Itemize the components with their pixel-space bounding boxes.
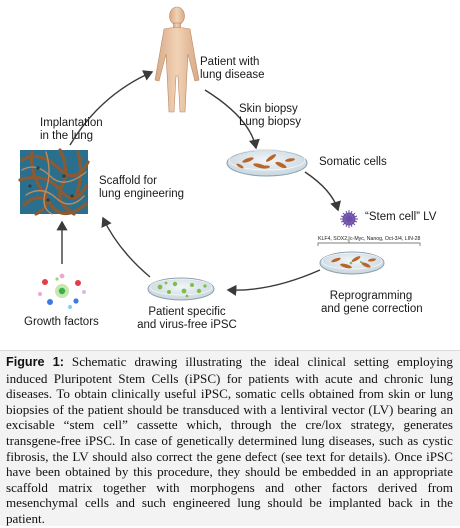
arrow-cells-to-lv xyxy=(304,171,341,212)
caption-paragraph: Figure 1: Schematic drawing illustrating… xyxy=(6,354,453,527)
scaffold-label: Scaffold for lung engineering xyxy=(99,175,184,201)
figure-label: Figure 1: xyxy=(6,355,64,369)
ipsc-label-line1: Patient specific xyxy=(148,306,226,318)
scaffold-icon xyxy=(18,148,90,216)
ipsc-label-line2: and virus-free iPSC xyxy=(137,319,237,331)
reprogramming-dish-icon xyxy=(319,251,385,275)
stem-cell-lv-label: “Stem cell” LV xyxy=(365,211,437,223)
growth-factors-label: Growth factors xyxy=(24,316,99,328)
biopsy-label-line1: Skin biopsy xyxy=(239,103,298,115)
biopsy-label-line2: Lung biopsy xyxy=(239,116,302,128)
patient-label-line1: Patient with xyxy=(200,56,260,68)
growth-factors-icon xyxy=(38,273,86,309)
arrow-reprogramming-to-ipsc xyxy=(226,269,321,296)
lentivirus-icon xyxy=(340,210,358,228)
reprogramming-label: Reprogramming and gene correction xyxy=(321,290,423,316)
reprogramming-label-line1: Reprogramming xyxy=(329,290,413,302)
reprogramming-label-line2: and gene correction xyxy=(321,303,423,315)
scaffold-label-line1: Scaffold for xyxy=(99,175,157,187)
factors-label: KLF4, SOX2, c-Myc, Nanog, Oct-3/4, LIN-2… xyxy=(318,236,421,242)
arrow-ipsc-to-scaffold xyxy=(101,216,151,278)
arrow-patient-to-cells xyxy=(204,89,260,150)
figure-caption: Figure 1: Schematic drawing illustrating… xyxy=(0,345,460,528)
factors-bracket xyxy=(317,242,421,246)
arrow-scaffold-to-patient xyxy=(69,70,154,146)
ipsc-label: Patient specific and virus-free iPSC xyxy=(132,306,242,332)
implantation-label: Implantation in the lung xyxy=(40,117,103,143)
somatic-cells-dish-icon xyxy=(226,149,308,177)
figure-diagram: Patient with lung disease Skin biopsy Lu… xyxy=(18,6,437,332)
patient-label-line2: lung disease xyxy=(200,69,265,81)
biopsy-label: Skin biopsy Lung biopsy xyxy=(239,103,301,129)
caption-box: Figure 1: Schematic drawing illustrating… xyxy=(0,350,460,526)
implantation-label-line1: Implantation xyxy=(40,117,103,129)
scaffold-label-line2: lung engineering xyxy=(99,188,185,200)
patient-figure-icon xyxy=(154,6,200,113)
diagram-canvas xyxy=(18,6,421,309)
ipsc-dish-icon xyxy=(147,277,215,301)
implantation-label-line2: in the lung xyxy=(40,130,94,142)
somatic-cells-label: Somatic cells xyxy=(319,156,387,168)
patient-label: Patient with lung disease xyxy=(200,56,265,82)
caption-body: Schematic drawing illustrating the ideal… xyxy=(6,354,453,526)
